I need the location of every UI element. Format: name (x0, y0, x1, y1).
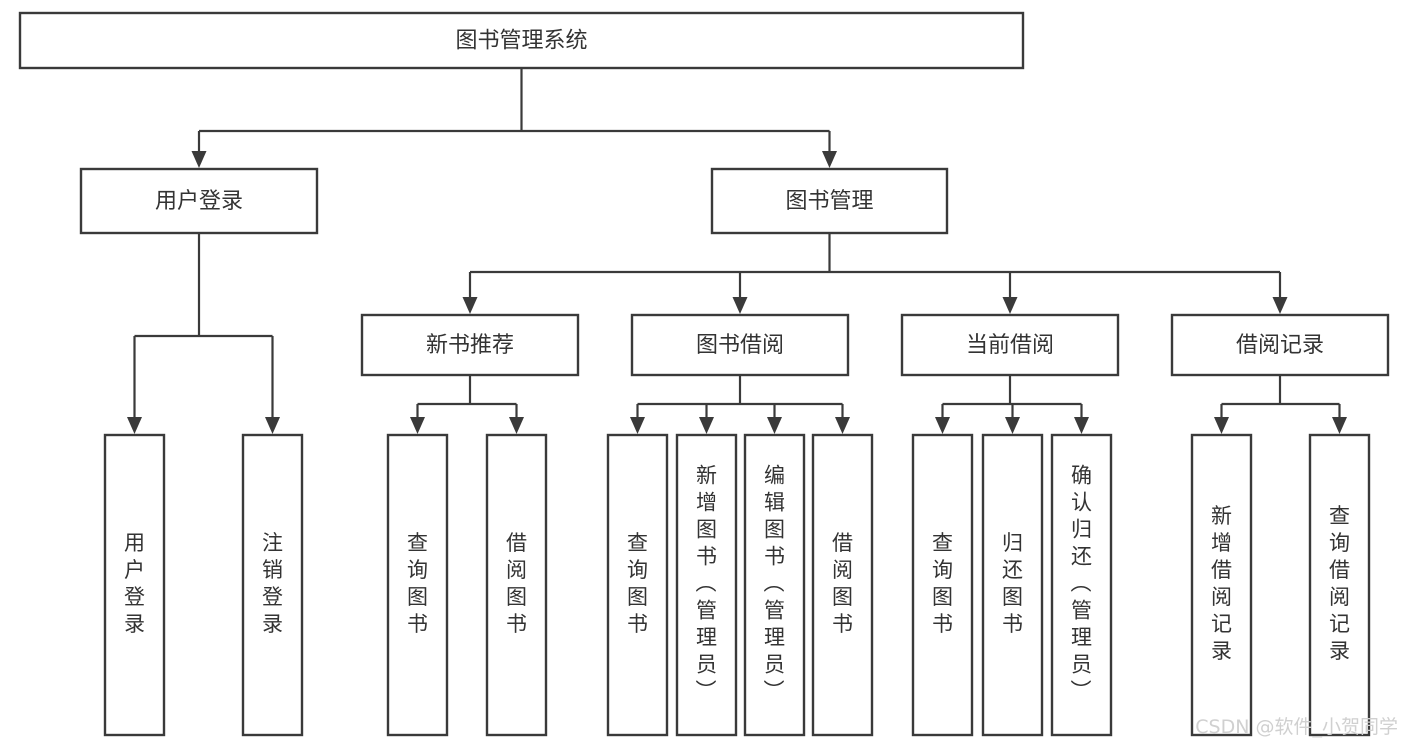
node-box-leaf-add-book-admin[interactable] (675, 433, 738, 737)
node-box-leaf-borrow-book-recommend[interactable] (485, 433, 548, 737)
node-box-book-manage[interactable] (710, 167, 949, 235)
node-leaf-add-book-admin[interactable]: 新增图书（管理员） (675, 433, 738, 737)
node-new-book-recommend[interactable]: 新书推荐 (360, 313, 580, 377)
arrow-head-icon (1214, 417, 1229, 434)
node-label-leaf-query-book-recommend: 查询图书 (407, 531, 428, 636)
node-book-manage[interactable]: 图书管理 (710, 167, 949, 235)
arrow-head-icon (732, 297, 748, 314)
node-label-leaf-borrow-book: 借阅图书 (832, 531, 853, 636)
arrow-head-icon (410, 417, 425, 434)
connector-c-userlogin-to-leaves (127, 233, 280, 434)
arrow-head-icon (462, 297, 478, 314)
node-box-leaf-edit-book-admin[interactable] (743, 433, 806, 737)
connector-c-borrow-to-leaves (630, 375, 850, 434)
node-label-current-borrow: 当前借阅 (966, 333, 1054, 358)
node-box-leaf-confirm-return-admin[interactable] (1050, 433, 1113, 737)
node-leaf-query-book-borrow[interactable]: 查询图书 (606, 433, 669, 737)
arrow-head-icon (835, 417, 850, 434)
node-label-leaf-confirm-return-admin: 确认归还（管理员） (1071, 464, 1093, 704)
node-box-current-borrow[interactable] (900, 313, 1120, 377)
arrow-head-icon (191, 151, 207, 168)
arrow-head-icon (509, 417, 524, 434)
arrow-head-icon (265, 417, 280, 434)
node-leaf-edit-book-admin[interactable]: 编辑图书（管理员） (743, 433, 806, 737)
arrow-head-icon (1002, 297, 1018, 314)
node-leaf-return-book[interactable]: 归还图书 (981, 433, 1044, 737)
csdn-watermark: CSDN @软件_小贺同学 (1195, 716, 1398, 738)
node-leaf-logout-login[interactable]: 注销登录 (241, 433, 304, 737)
node-book-borrow[interactable]: 图书借阅 (630, 313, 850, 377)
node-leaf-query-borrow-record[interactable]: 查询借阅记录 (1308, 433, 1371, 737)
node-label-leaf-add-book-admin: 新增图书（管理员） (696, 464, 718, 704)
arrow-head-icon (630, 417, 645, 434)
connector-c-current-to-leaves (935, 375, 1089, 434)
node-label-new-book-recommend: 新书推荐 (426, 333, 514, 358)
node-label-leaf-logout-login: 注销登录 (262, 531, 283, 636)
node-box-book-borrow[interactable] (630, 313, 850, 377)
node-label-leaf-return-book: 归还图书 (1002, 531, 1023, 636)
arrow-head-icon (822, 151, 837, 168)
node-label-book-borrow: 图书借阅 (696, 333, 784, 358)
node-user-login[interactable]: 用户登录 (79, 167, 319, 235)
node-borrow-record[interactable]: 借阅记录 (1170, 313, 1390, 377)
arrow-head-icon (1074, 417, 1089, 434)
node-label-book-manage: 图书管理 (785, 189, 873, 214)
node-box-leaf-query-book-borrow[interactable] (606, 433, 669, 737)
node-box-leaf-user-login[interactable] (103, 433, 166, 737)
node-label-user-login: 用户登录 (155, 189, 243, 214)
node-leaf-borrow-book[interactable]: 借阅图书 (811, 433, 874, 737)
node-box-new-book-recommend[interactable] (360, 313, 580, 377)
connector-layer (127, 68, 1347, 434)
node-current-borrow[interactable]: 当前借阅 (900, 313, 1120, 377)
connector-c-bookmanage-to-level3 (462, 233, 1288, 314)
node-root[interactable]: 图书管理系统 (18, 11, 1025, 70)
node-label-leaf-add-borrow-record: 新增借阅记录 (1211, 504, 1232, 663)
arrow-head-icon (935, 417, 950, 434)
node-box-leaf-query-book-recommend[interactable] (386, 433, 449, 737)
node-layer: 图书管理系统用户登录图书管理新书推荐图书借阅当前借阅借阅记录用户登录注销登录查询… (18, 11, 1390, 737)
node-label-leaf-query-book-current: 查询图书 (932, 531, 953, 636)
node-box-leaf-query-book-current[interactable] (911, 433, 974, 737)
arrow-head-icon (127, 417, 142, 434)
node-box-leaf-borrow-book[interactable] (811, 433, 874, 737)
node-box-borrow-record[interactable] (1170, 313, 1390, 377)
node-label-leaf-query-borrow-record: 查询借阅记录 (1329, 504, 1350, 663)
arrow-head-icon (767, 417, 782, 434)
node-leaf-user-login[interactable]: 用户登录 (103, 433, 166, 737)
node-label-leaf-borrow-book-recommend: 借阅图书 (506, 531, 527, 636)
node-leaf-confirm-return-admin[interactable]: 确认归还（管理员） (1050, 433, 1113, 737)
node-label-leaf-query-book-borrow: 查询图书 (627, 531, 648, 636)
node-label-borrow-record: 借阅记录 (1236, 333, 1324, 358)
node-leaf-add-borrow-record[interactable]: 新增借阅记录 (1190, 433, 1253, 737)
arrow-head-icon (699, 417, 714, 434)
node-box-user-login[interactable] (79, 167, 319, 235)
arrow-head-icon (1332, 417, 1347, 434)
node-label-leaf-edit-book-admin: 编辑图书（管理员） (764, 464, 786, 704)
node-label-root: 图书管理系统 (455, 29, 587, 54)
node-leaf-query-book-recommend[interactable]: 查询图书 (386, 433, 449, 737)
arrow-head-icon (1005, 417, 1020, 434)
connector-c-root-to-level2 (191, 68, 837, 168)
arrow-head-icon (1272, 297, 1288, 314)
node-box-leaf-return-book[interactable] (981, 433, 1044, 737)
connector-c-record-to-leaves (1214, 375, 1347, 434)
node-leaf-borrow-book-recommend[interactable]: 借阅图书 (485, 433, 548, 737)
node-box-leaf-logout-login[interactable] (241, 433, 304, 737)
node-box-leaf-query-borrow-record[interactable] (1308, 433, 1371, 737)
node-box-leaf-add-borrow-record[interactable] (1190, 433, 1253, 737)
node-leaf-query-book-current[interactable]: 查询图书 (911, 433, 974, 737)
node-label-leaf-user-login: 用户登录 (124, 531, 145, 636)
connector-c-recommend-to-leaves (410, 375, 524, 434)
node-box-root[interactable] (18, 11, 1025, 70)
